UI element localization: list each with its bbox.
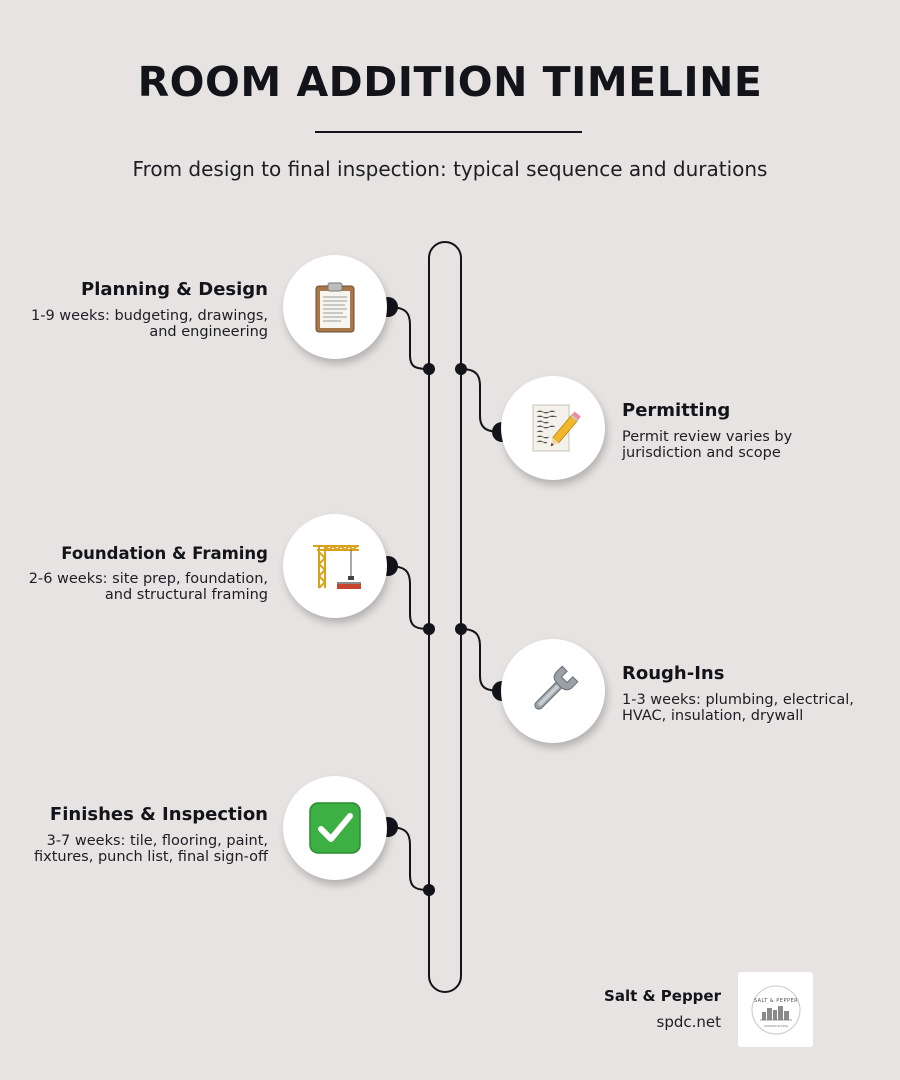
step-icon-circle xyxy=(501,639,605,743)
brand-name: Salt & Pepper xyxy=(604,987,721,1005)
step-description: 2-6 weeks: site prep, foundation, and st… xyxy=(28,571,268,603)
node-finishes-rail xyxy=(423,884,435,896)
node-foundation-rail xyxy=(423,623,435,635)
step-finishes: Finishes & Inspection 3-7 weeks: tile, f… xyxy=(28,804,268,865)
brand-logo: SALT & PEPPER CONSTRUCTING xyxy=(738,972,813,1047)
brand-url[interactable]: spdc.net xyxy=(656,1013,722,1031)
step-description: 1-3 weeks: plumbing, electrical, HVAC, i… xyxy=(622,692,854,724)
connector-foundation xyxy=(387,565,430,630)
logo-icon: SALT & PEPPER CONSTRUCTING xyxy=(751,985,800,1034)
document-pencil-icon xyxy=(532,404,581,452)
node-planning-rail xyxy=(423,363,435,375)
step-icon-circle xyxy=(283,255,387,359)
svg-text:CONSTRUCTING: CONSTRUCTING xyxy=(763,1024,788,1028)
step-planning: Planning & Design 1-9 weeks: budgeting, … xyxy=(28,279,268,340)
step-title: Permitting xyxy=(622,400,731,421)
clipboard-icon xyxy=(315,282,355,333)
step-title: Finishes & Inspection xyxy=(49,804,268,825)
connector-planning xyxy=(387,306,430,370)
step-permitting: Permitting Permit review varies by juris… xyxy=(622,400,862,461)
connector-roughins xyxy=(460,628,503,692)
step-roughins: Rough-Ins 1-3 weeks: plumbing, electrica… xyxy=(622,663,862,724)
step-title: Foundation & Framing xyxy=(61,544,268,563)
step-icon-circle xyxy=(283,776,387,880)
node-permitting-rail xyxy=(455,363,467,375)
svg-text:SALT & PEPPER: SALT & PEPPER xyxy=(753,998,797,1004)
node-roughins-rail xyxy=(455,623,467,635)
step-icon-circle xyxy=(283,514,387,618)
step-icon-circle xyxy=(501,376,605,480)
step-description: 1-9 weeks: budgeting, drawings, and engi… xyxy=(31,308,268,340)
page-title: ROOM ADDITION TIMELINE xyxy=(137,58,763,106)
title-divider xyxy=(315,131,582,133)
connector-permitting xyxy=(460,368,503,433)
wrench-icon xyxy=(534,665,579,710)
connector-finishes xyxy=(387,826,430,891)
step-foundation: Foundation & Framing 2-6 weeks: site pre… xyxy=(28,544,268,603)
timeline-rail xyxy=(428,241,462,993)
crane-icon xyxy=(313,544,361,589)
page-subtitle: From design to final inspection: typical… xyxy=(132,157,768,181)
check-mark-icon xyxy=(309,802,361,854)
step-description: 3-7 weeks: tile, flooring, paint, fixtur… xyxy=(34,833,268,865)
step-description: Permit review varies by jurisdiction and… xyxy=(622,429,793,461)
step-title: Planning & Design xyxy=(81,279,268,300)
step-title: Rough-Ins xyxy=(622,663,725,684)
